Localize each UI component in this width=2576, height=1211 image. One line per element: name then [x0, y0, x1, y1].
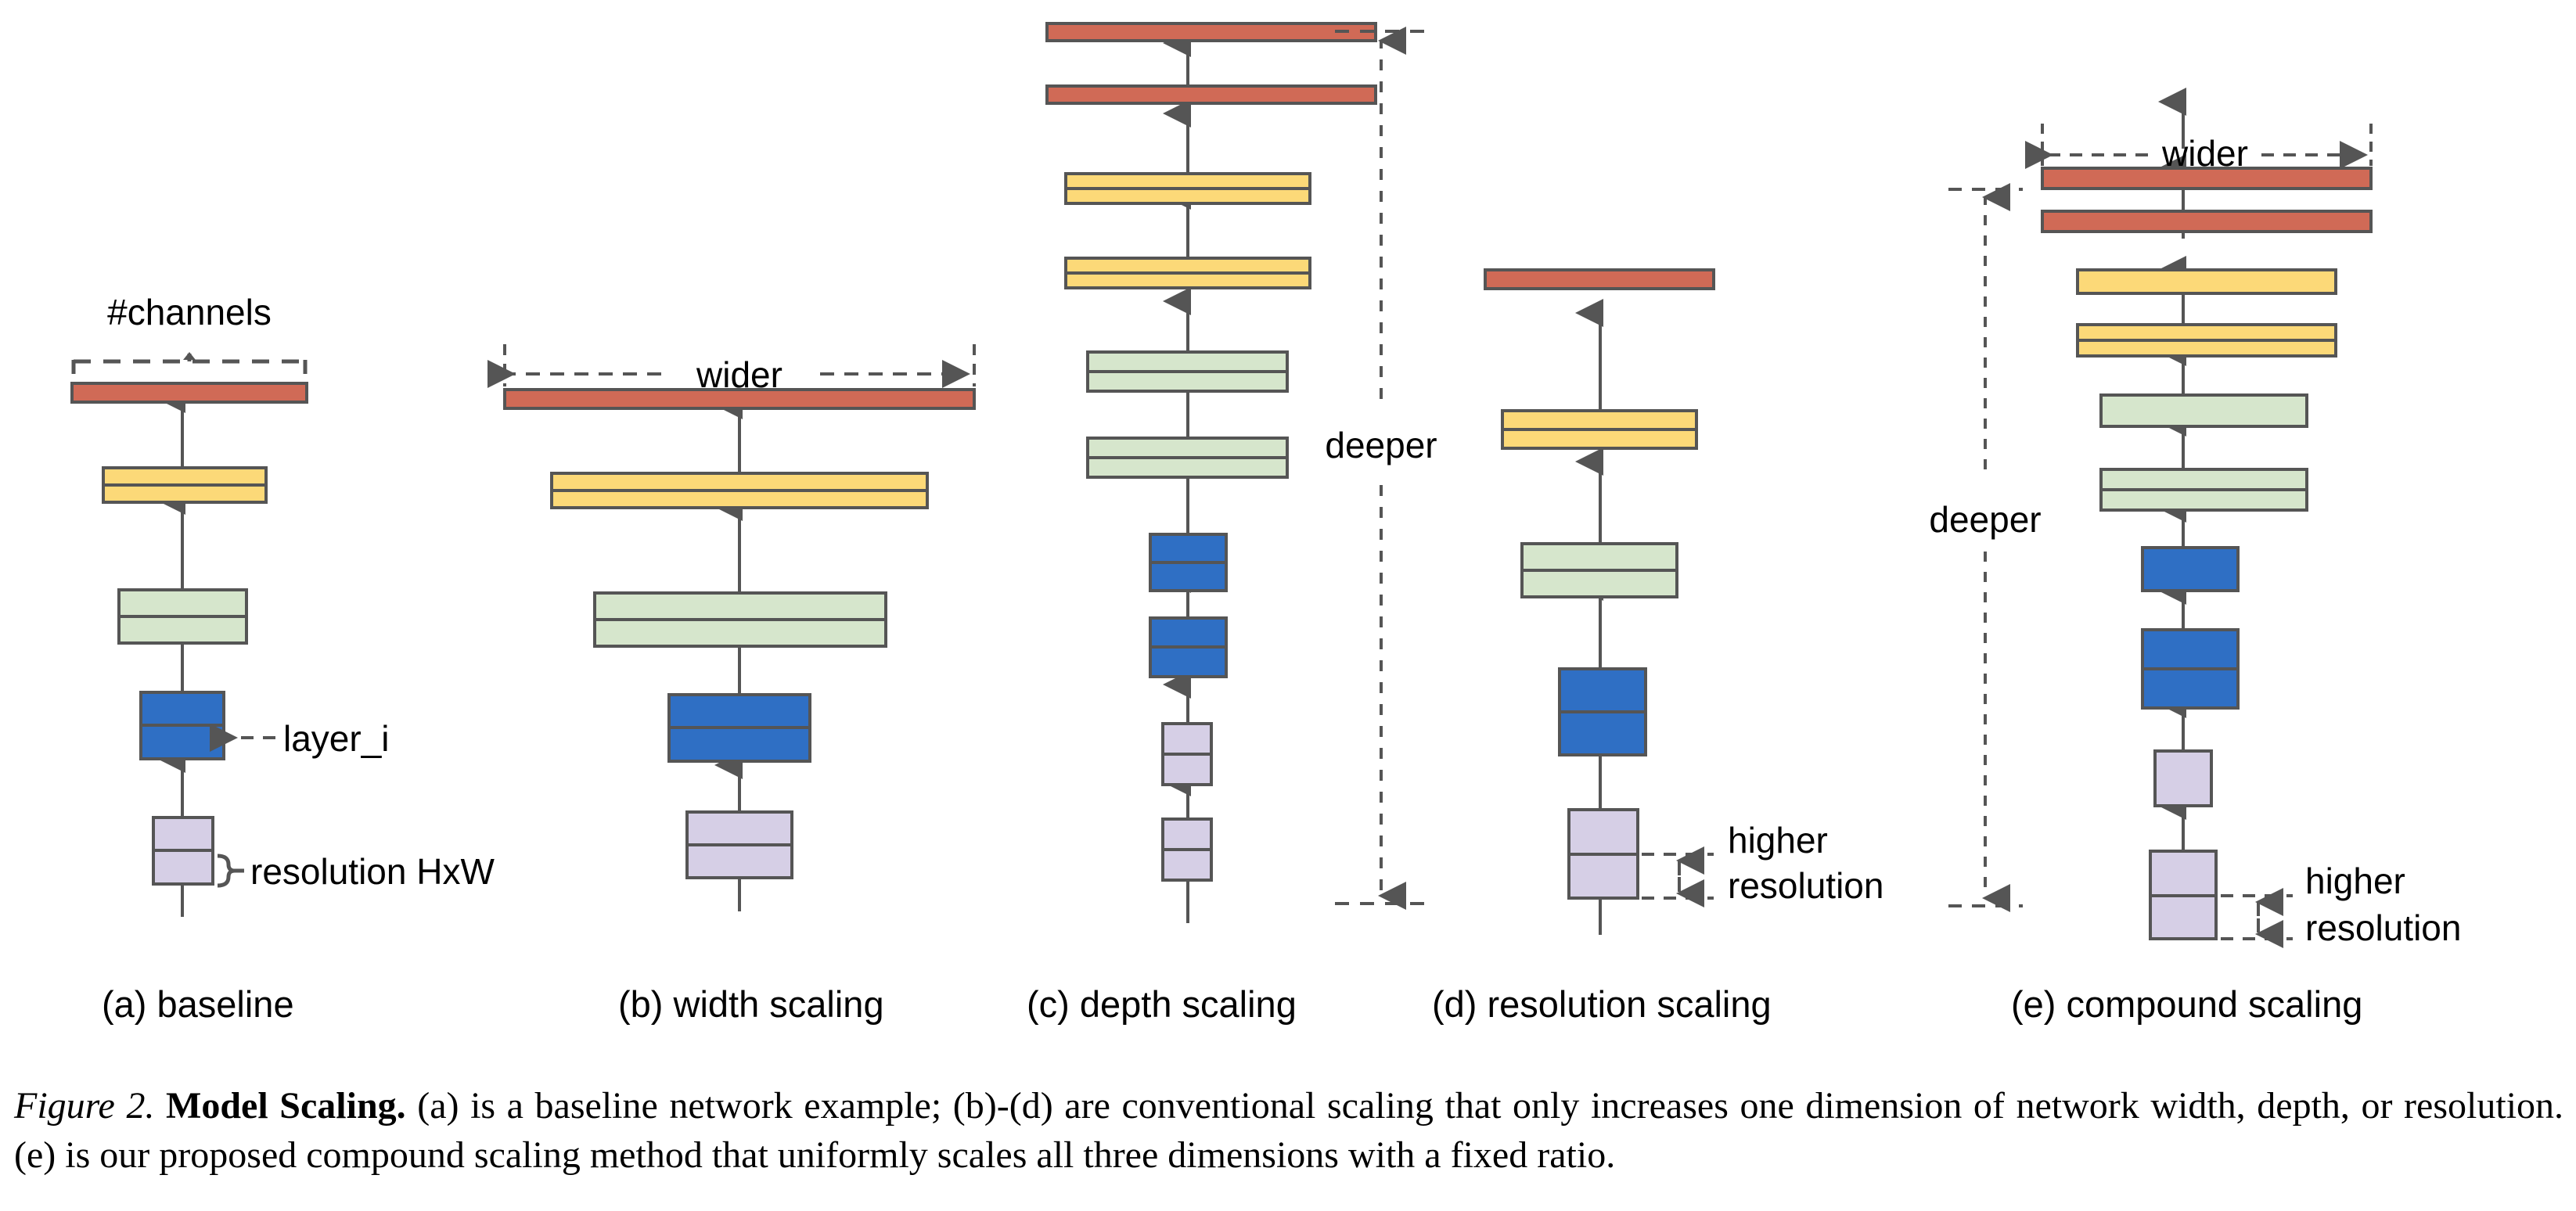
layer-block-purple	[2149, 850, 2218, 940]
figure-number: Figure 2.	[14, 1085, 155, 1127]
layer-block-purple	[685, 810, 793, 879]
layer-block-blue	[1149, 616, 1228, 678]
layer-block-yellow	[2076, 268, 2337, 295]
panel-b-width-scaling: wider (b) width scaling	[487, 344, 976, 1025]
layer-block-red	[70, 382, 308, 404]
layer-block-green	[2099, 393, 2308, 428]
layer-block-green	[593, 591, 887, 648]
layer-block-blue	[1149, 533, 1228, 592]
layer-block-purple	[1161, 722, 1213, 786]
layer-block-purple	[2153, 749, 2213, 807]
layer-block-green	[1520, 542, 1678, 598]
layer-block-purple	[1161, 818, 1213, 882]
panel-c-depth-scaling: deeper (c) depth scaling	[1027, 22, 1437, 1025]
deeper-dimension-e	[1948, 183, 2023, 912]
layer-block-yellow	[102, 466, 268, 504]
higher-resolution-dimension-d	[1642, 846, 1714, 907]
layer-block-blue	[139, 691, 225, 760]
layer-block-red	[503, 388, 976, 410]
resolution-hxw-label: resolution HxW	[250, 851, 495, 892]
figure-caption-body: (a) is a baseline network example; (b)-(…	[14, 1085, 2564, 1177]
resolution-brace	[217, 853, 244, 888]
layer-block-green	[117, 588, 248, 645]
panel-b-caption: (b) width scaling	[618, 983, 884, 1025]
layer-block-yellow	[1501, 409, 1698, 450]
layer-block-blue	[1558, 667, 1647, 756]
figure-caption: Figure 2. Model Scaling. (a) is a baseli…	[14, 1081, 2563, 1180]
panel-a-baseline: #channels layer_i resolution HxW (a) bas…	[70, 292, 495, 1025]
layer-block-blue	[2141, 628, 2240, 710]
layer-i-label: layer_i	[283, 718, 390, 759]
layer-block-purple	[152, 816, 214, 886]
figure-bold-title: Model Scaling.	[166, 1085, 406, 1127]
panel-d-caption: (d) resolution scaling	[1432, 983, 1772, 1025]
layer-block-red	[2041, 210, 2373, 233]
layer-block-green	[2099, 468, 2308, 512]
layer-block-yellow	[1064, 257, 1311, 289]
channels-bracket	[71, 352, 308, 374]
higher-resolution-label-d-line1: higher	[1728, 820, 1828, 861]
layer-block-yellow	[1064, 172, 1311, 205]
model-scaling-diagram: #channels layer_i resolution HxW (a) bas…	[70, 22, 2461, 1025]
deeper-dimension-c	[1335, 27, 1424, 910]
panel-e-compound-scaling: wider deeper higher resolution (e) compo…	[1929, 88, 2461, 1025]
wider-label-b: wider	[696, 354, 783, 395]
layer-block-red	[2041, 167, 2373, 190]
layer-block-red	[1484, 268, 1715, 290]
deeper-label-c: deeper	[1325, 425, 1437, 465]
wider-label-e: wider	[2161, 133, 2248, 174]
panel-e-caption: (e) compound scaling	[2011, 983, 2362, 1025]
layer-block-red	[1045, 22, 1377, 42]
channels-label: #channels	[107, 292, 272, 332]
layer-block-yellow	[2076, 323, 2337, 358]
deeper-label-e: deeper	[1929, 499, 2041, 540]
layer-block-red	[1045, 84, 1377, 105]
layer-block-blue	[2141, 546, 2240, 592]
higher-resolution-dimension-e	[2221, 888, 2293, 948]
wider-dimension-b	[487, 344, 976, 388]
layer-block-green	[1086, 350, 1289, 393]
layer-block-purple	[1567, 808, 1639, 900]
higher-resolution-label-d-line2: resolution	[1728, 865, 1883, 906]
layer-block-green	[1086, 437, 1289, 479]
panel-d-resolution-scaling: higher resolution (d) resolution scaling	[1432, 268, 1883, 1025]
layer-block-yellow	[550, 472, 929, 509]
higher-resolution-label-e-line1: higher	[2305, 861, 2405, 901]
panel-a-caption: (a) baseline	[102, 983, 294, 1025]
higher-resolution-label-e-line2: resolution	[2305, 907, 2461, 948]
layer-block-blue	[667, 693, 811, 763]
wider-dimension-e	[2025, 124, 2373, 169]
panel-c-caption: (c) depth scaling	[1027, 983, 1297, 1025]
